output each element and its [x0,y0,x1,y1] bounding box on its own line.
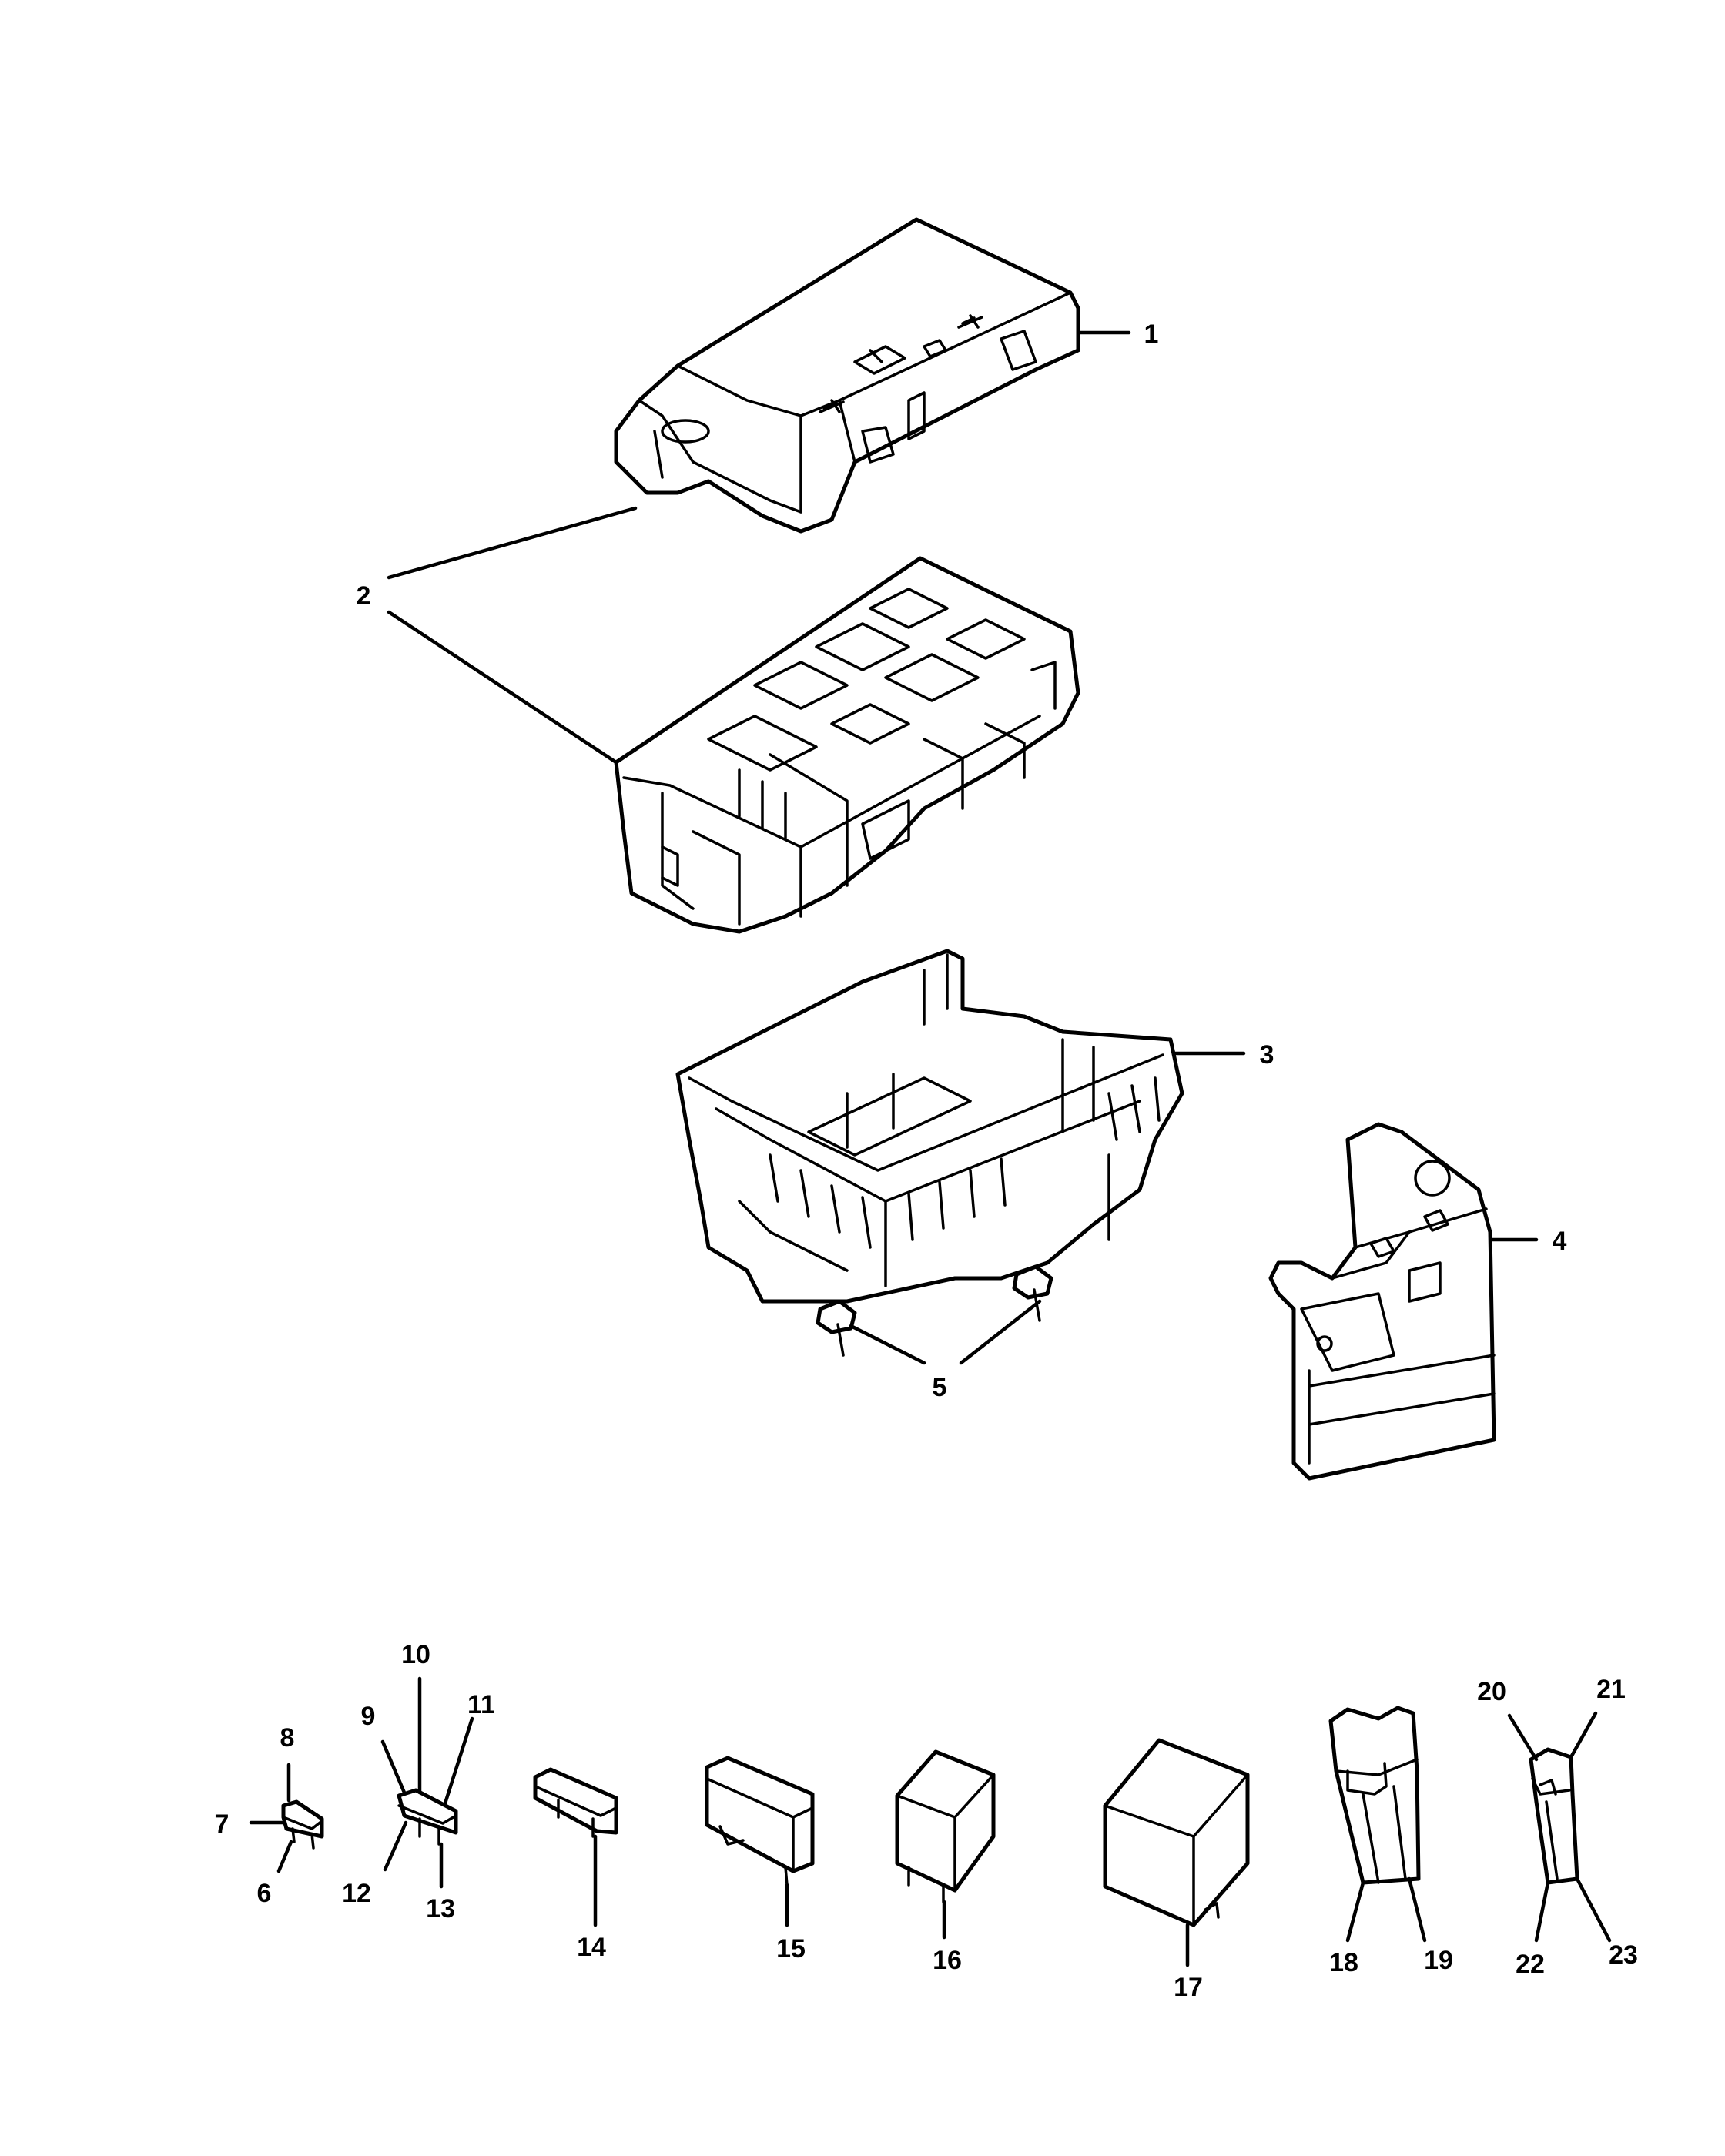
part-14-maxi-fuse [533,1767,618,1838]
callout-15: 15 [776,1934,806,1964]
callout-12: 12 [342,1879,371,1908]
callout-22: 22 [1516,1950,1545,1979]
part-17-relay [1103,1738,1250,1927]
part-1-cover [614,217,1080,534]
part-5-bolts [816,1264,1053,1357]
callout-1: 1 [1144,320,1159,349]
callout-4: 4 [1552,1227,1567,1256]
callout-5: 5 [933,1373,947,1402]
part-9-13-fuse [397,1788,458,1846]
callout-14: 14 [577,1933,606,1962]
callout-13: 13 [426,1894,455,1923]
part-3-lower-housing [675,949,1184,1304]
callout-23: 23 [1609,1940,1638,1970]
callout-labels: 1 2 3 4 5 6 7 8 9 10 11 12 13 14 15 16 1… [215,320,1638,2002]
leader-lines [249,330,1612,1967]
callout-10: 10 [401,1640,430,1669]
part-2-fuse-block [614,556,1080,934]
callout-19: 19 [1424,1946,1453,1975]
callout-7: 7 [215,1810,229,1839]
callout-8: 8 [280,1723,295,1753]
part-15-cartridge-fuse [705,1756,815,1886]
callout-3: 3 [1260,1040,1274,1070]
callout-16: 16 [933,1946,962,1975]
callout-20: 20 [1477,1677,1506,1706]
callout-2: 2 [357,581,371,611]
callout-17: 17 [1174,1973,1203,2002]
callout-21: 21 [1596,1675,1626,1704]
part-16-mini-relay [895,1749,996,1903]
part-4-bracket [1268,1122,1496,1481]
callout-11: 11 [467,1690,495,1719]
callout-6: 6 [257,1879,272,1908]
callout-9: 9 [361,1702,376,1731]
callout-18: 18 [1329,1948,1358,1977]
part-18-19-fuse-holder [1328,1706,1421,1885]
part-6-7-8-mini-fuse [281,1799,324,1850]
part-20-23-small-holder [1529,1747,1579,1885]
